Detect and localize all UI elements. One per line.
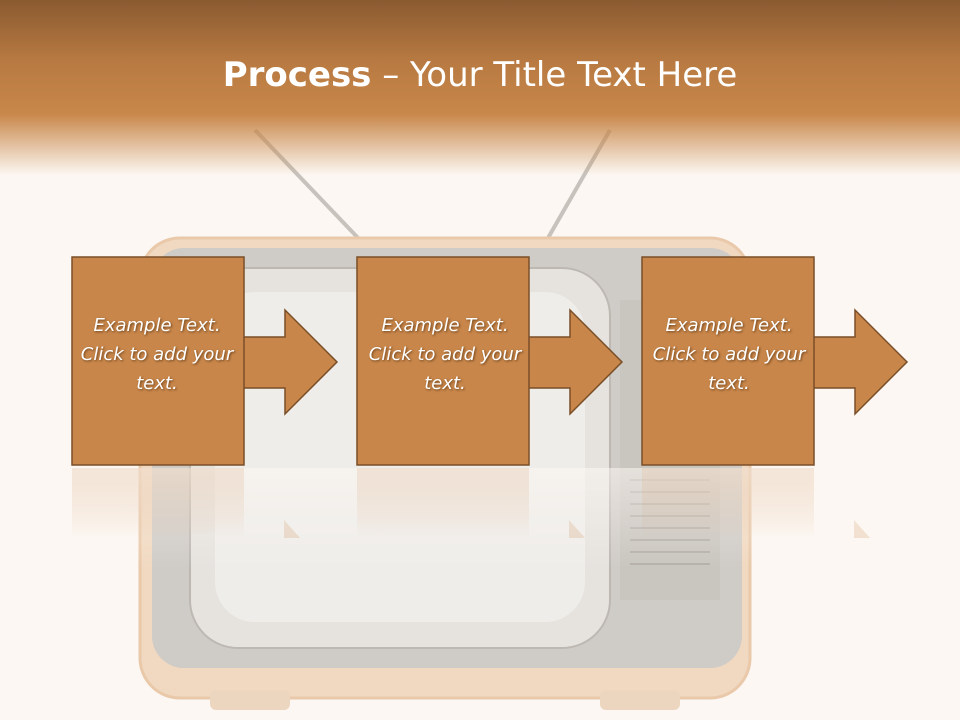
step-box-2	[356, 256, 530, 466]
tv-foot-left	[210, 690, 290, 710]
diagram-reflection	[72, 468, 870, 538]
tv-foot-right	[600, 690, 680, 710]
step-text-1[interactable]: Example Text. Click to add your text.	[80, 315, 234, 394]
title-strong: Process	[222, 55, 372, 95]
header-band	[0, 0, 960, 175]
arrow-1	[239, 308, 339, 416]
step-box-3	[641, 256, 815, 466]
process-step-3[interactable]	[641, 256, 909, 466]
arrow-2	[524, 308, 624, 416]
title-rest: – Your Title Text Here	[371, 55, 738, 95]
process-step-2[interactable]	[356, 256, 624, 466]
step-box-1	[71, 256, 245, 466]
step-text-2[interactable]: Example Text. Click to add your text.	[368, 315, 522, 394]
slide-title[interactable]: Process – Your Title Text Here	[0, 52, 960, 98]
process-step-1[interactable]	[71, 256, 339, 466]
arrow-3	[809, 308, 909, 416]
step-text-3[interactable]: Example Text. Click to add your text.	[652, 315, 806, 394]
